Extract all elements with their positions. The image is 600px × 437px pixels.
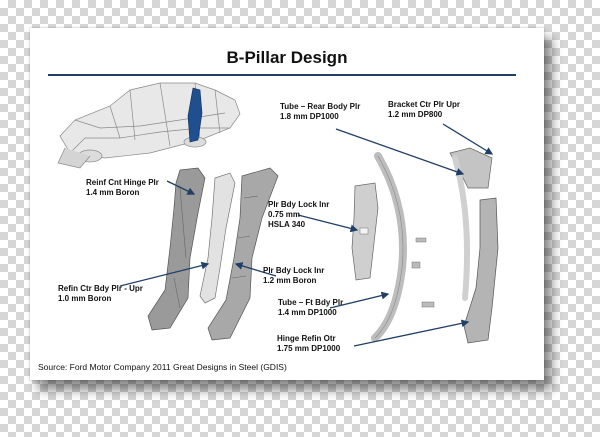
label-name: Hinge Refin Otr [277,334,336,343]
label-spec: 1.4 mm DP1000 [278,308,337,317]
label-spec: 1.4 mm Boron [86,188,140,197]
label-name: Tube – Ft Bdy Plr [278,298,344,307]
label-tube-ft-bdy: Tube – Ft Bdy Plr 1.4 mm DP1000 [278,298,343,318]
highlighted-b-pillar [187,87,203,143]
pillar-part-lock-inr-large [207,167,279,341]
label-tube-rear-body: Tube – Rear Body Plr 1.8 mm DP1000 [280,102,360,122]
label-spec: 1.0 mm Boron [58,294,112,303]
label-lock-inr-small: Plr Bdy Lock Inr 0.75 mm HSLA 340 [268,200,329,230]
diagram-illustration [57,82,499,347]
label-bracket-ctr: Bracket Ctr Plr Upr 1.2 mm DP800 [388,100,460,120]
label-name: Plr Bdy Lock Inr [263,266,325,275]
car-body-in-white [57,82,241,169]
label-spec: 1.2 mm Boron [263,276,317,285]
label-spec: HSLA 340 [268,220,306,229]
label-spec: 1.8 mm DP1000 [280,112,339,121]
title-divider [48,74,516,76]
pillar-part-hinge-refin [463,197,499,344]
source-citation: Source: Ford Motor Company 2011 Great De… [38,362,287,372]
label-spec: 0.75 mm [268,210,301,219]
label-name: Reinf Cnt Hinge Plr [86,178,159,187]
label-reinf-cnt-hinge: Reinf Cnt Hinge Plr 1.4 mm Boron [86,178,159,198]
label-hinge-refin-otr: Hinge Refin Otr 1.75 mm DP1000 [277,334,340,354]
label-refin-ctr-bdy: Refin Ctr Bdy Plr - Upr 1.0 mm Boron [58,284,143,304]
pillar-part-lock-inr-small [351,182,379,281]
label-spec: 1.75 mm DP1000 [277,344,341,353]
label-name: Bracket Ctr Plr Upr [388,100,461,109]
tube-rear-body-plr [371,152,407,342]
label-spec: 1.2 mm DP800 [388,110,443,119]
pillar-part-reinf-hinge [147,167,206,331]
pillar-part-refin-ctr [199,172,236,304]
slide: B-Pillar Design [30,28,544,380]
small-part [421,301,435,308]
label-name: Tube – Rear Body Plr [280,102,361,111]
small-part [415,237,427,243]
small-part [411,261,421,269]
label-name: Plr Bdy Lock Inr [268,200,330,209]
leader-arrows [119,123,494,347]
label-name: Refin Ctr Bdy Plr - Upr [58,284,143,293]
label-lock-inr-large: Plr Bdy Lock Inr 1.2 mm Boron [263,266,324,286]
slide-title: B-Pillar Design [226,48,348,67]
